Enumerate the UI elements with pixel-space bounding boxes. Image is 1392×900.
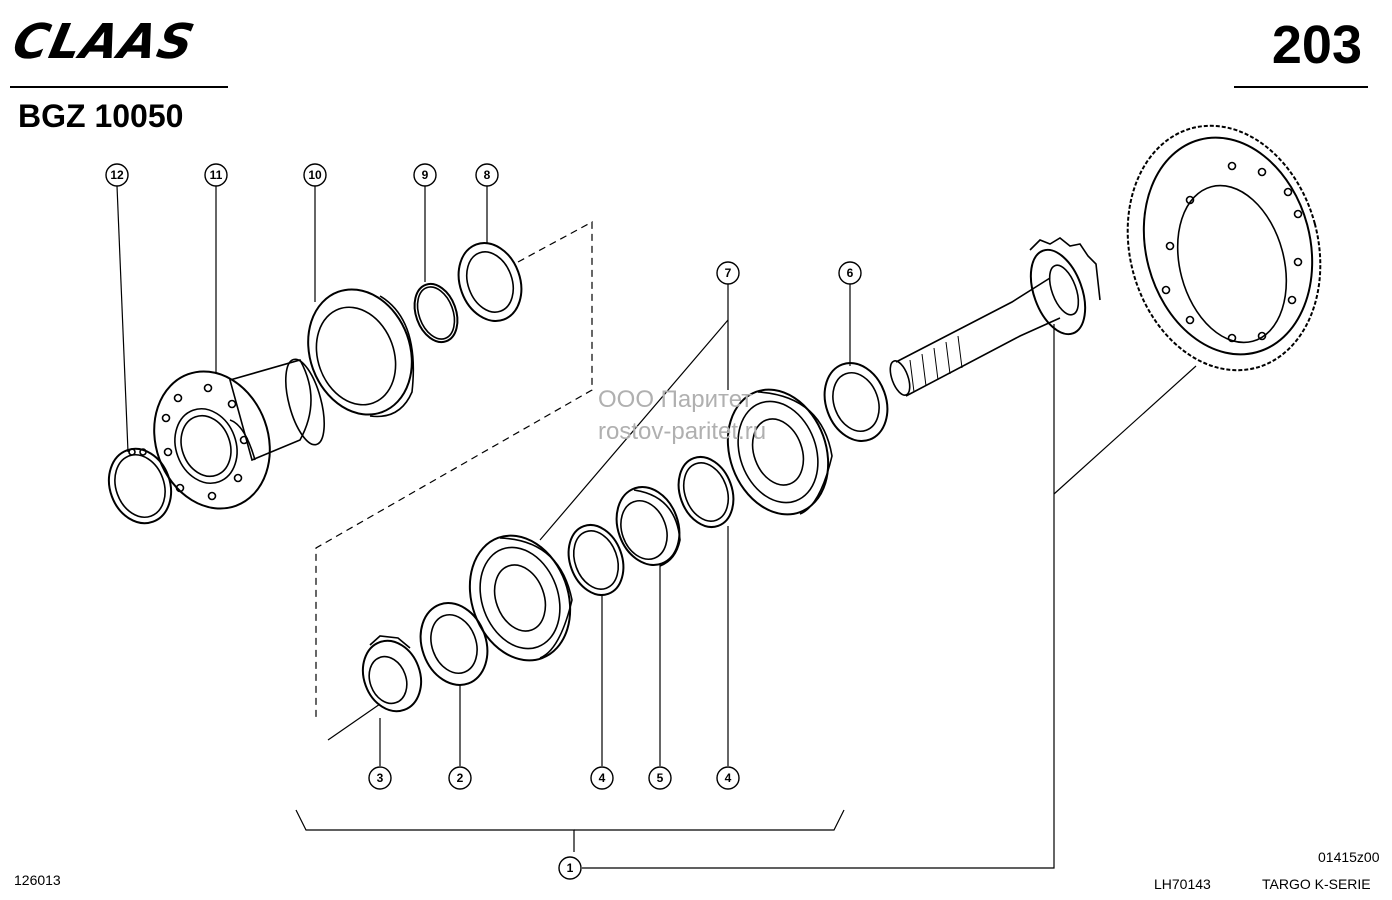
taper-bearing-lower-part bbox=[468, 534, 573, 662]
sheet-number-underline bbox=[1234, 86, 1368, 88]
callout-12: 12 bbox=[110, 168, 124, 182]
brand-underline bbox=[10, 86, 228, 88]
pinion-shaft-part bbox=[889, 237, 1101, 397]
callout-1: 1 bbox=[567, 861, 574, 875]
lock-washer-part bbox=[419, 602, 489, 686]
callout-3: 3 bbox=[377, 771, 384, 785]
callout-8: 8 bbox=[484, 168, 491, 182]
shim-part bbox=[457, 242, 523, 322]
reference-number: 126013 bbox=[14, 872, 61, 888]
watermark-url: rostov-paritet.ru bbox=[598, 418, 767, 445]
series-name: TARGO K-SERIE bbox=[1262, 876, 1371, 892]
spacer-ring-left-part bbox=[567, 524, 625, 596]
part-code: LH70143 bbox=[1154, 876, 1211, 892]
model-title: BGZ 10050 bbox=[18, 98, 184, 134]
leader-lines bbox=[116, 185, 1197, 869]
o-ring-part bbox=[413, 282, 459, 344]
shim-right-part bbox=[823, 362, 889, 442]
watermark-company: ООО Паритет bbox=[598, 386, 753, 413]
taper-bearing-upper-part bbox=[726, 388, 833, 516]
bearing-cup-part bbox=[307, 288, 415, 418]
callout-5: 5 bbox=[657, 771, 664, 785]
callout-4-left: 4 bbox=[599, 771, 606, 785]
callout-4-right: 4 bbox=[725, 771, 732, 785]
flange-housing-part bbox=[153, 358, 325, 510]
slotted-nut-part bbox=[361, 635, 423, 713]
spacer-ring-right-part bbox=[677, 456, 735, 528]
callout-10: 10 bbox=[308, 168, 322, 182]
callout-6: 6 bbox=[847, 266, 854, 280]
callout-markers bbox=[105, 163, 862, 880]
callout-9: 9 bbox=[422, 168, 429, 182]
watermark: ООО Паритет rostov-paritet.ru bbox=[598, 384, 766, 448]
callout-7: 7 bbox=[725, 266, 732, 280]
drawing-id: 01415z00 bbox=[1318, 849, 1380, 865]
crown-wheel-part bbox=[1126, 124, 1322, 372]
sleeve-part bbox=[615, 486, 681, 567]
sheet-number: 203 bbox=[1271, 15, 1362, 75]
circlip-part bbox=[107, 447, 173, 525]
callout-11: 11 bbox=[210, 168, 223, 182]
callout-2: 2 bbox=[457, 771, 464, 785]
